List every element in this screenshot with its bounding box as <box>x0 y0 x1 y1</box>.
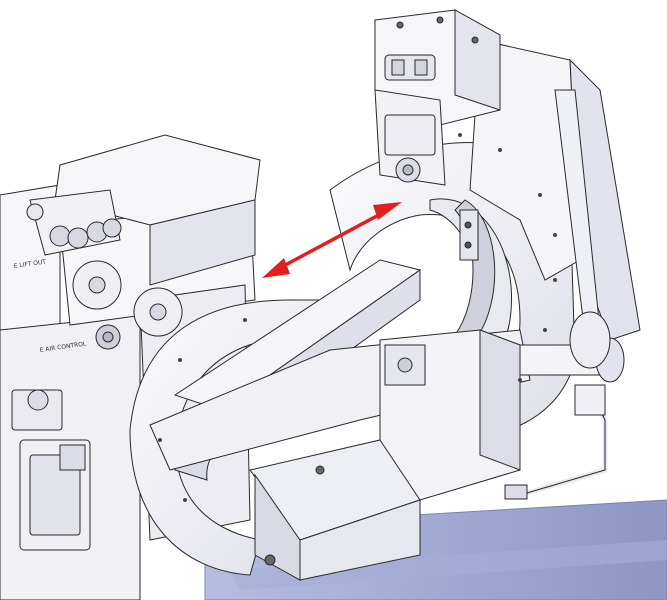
side-bracket <box>504 384 608 500</box>
ring-bolt-holes <box>158 133 557 502</box>
lift-out-label: E LIFT OUT <box>13 258 46 270</box>
upper-tool-head <box>374 9 501 186</box>
double-headed-arrow-icon <box>262 202 402 278</box>
bearing-segment <box>454 199 496 341</box>
left-top-head <box>26 134 261 286</box>
carriage-block <box>249 329 521 581</box>
guide-rail <box>149 259 625 471</box>
